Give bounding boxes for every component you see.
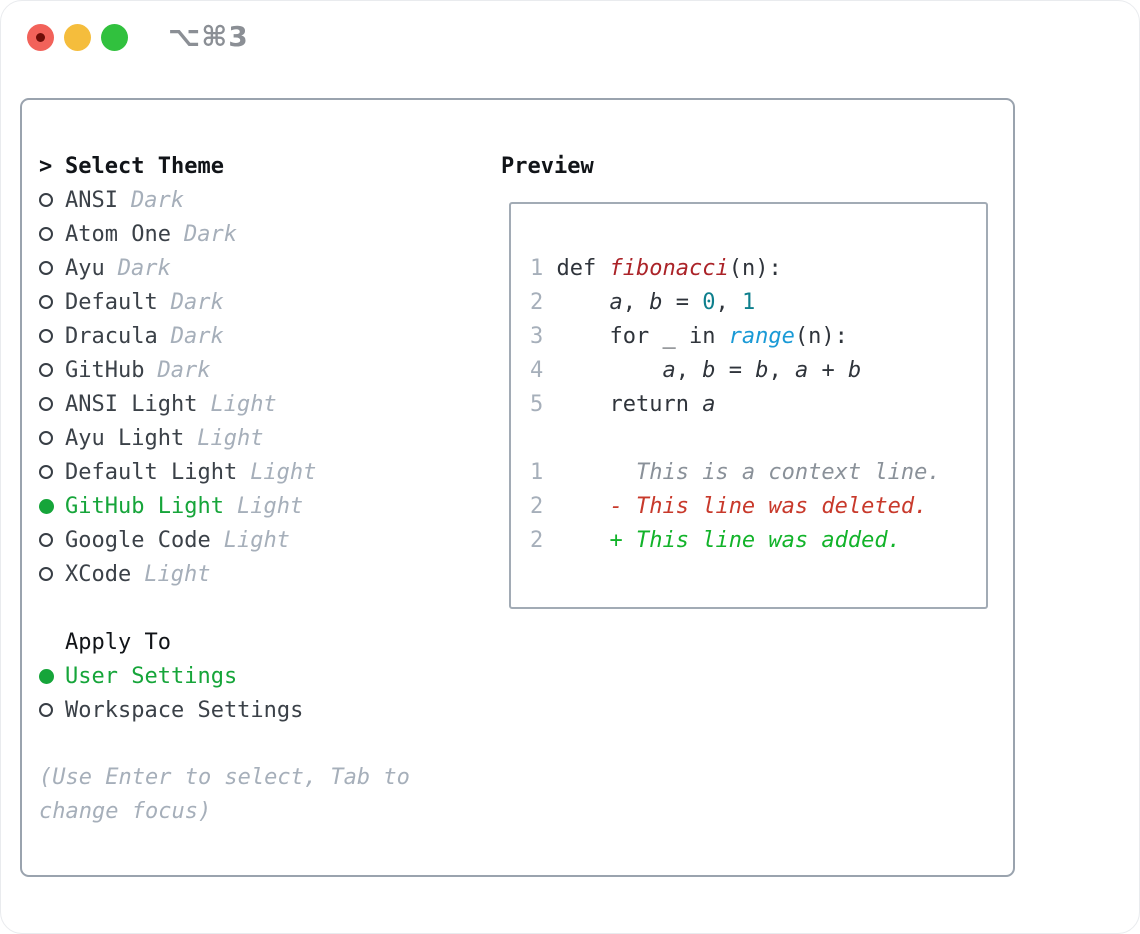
theme-name: Ayu bbox=[65, 255, 105, 281]
radio-icon bbox=[39, 703, 53, 717]
radio-selected-icon bbox=[39, 498, 54, 514]
theme-option[interactable]: Atom One Dark bbox=[39, 217, 316, 251]
apply-to-header: Apply To bbox=[39, 625, 303, 659]
theme-variant-tag: Dark bbox=[183, 221, 237, 247]
preview-pane: 1 def fibonacci(n): 2 a, b = 0, 1 3 for … bbox=[509, 202, 988, 609]
theme-variant-tag: Dark bbox=[117, 255, 171, 281]
radio-selected-icon bbox=[39, 668, 54, 684]
code-line-blank bbox=[530, 422, 980, 456]
apply-option-label: Workspace Settings bbox=[65, 697, 304, 723]
radio-icon bbox=[39, 397, 53, 411]
diff-deleted-line: 2 - This line was deleted. bbox=[530, 494, 928, 519]
theme-option[interactable]: Google Code Light bbox=[39, 523, 316, 557]
theme-option[interactable]: Ayu Light Light bbox=[39, 421, 316, 455]
theme-variant-tag: Dark bbox=[170, 289, 224, 315]
theme-name: XCode bbox=[65, 561, 132, 587]
theme-option[interactable]: GitHub Dark bbox=[39, 353, 316, 387]
theme-variant-tag: Dark bbox=[170, 323, 224, 349]
theme-variant-tag: Light bbox=[210, 391, 277, 417]
diff-added-line: 2 + This line was added. bbox=[530, 528, 901, 553]
theme-variant-tag: Light bbox=[250, 459, 317, 485]
theme-variant-tag: Light bbox=[223, 527, 290, 553]
theme-name: Dracula bbox=[65, 323, 158, 349]
theme-option[interactable]: Default Dark bbox=[39, 285, 316, 319]
radio-icon bbox=[39, 261, 53, 275]
code-line: 3 for _ in range(n): bbox=[530, 324, 848, 349]
theme-name: Google Code bbox=[65, 527, 211, 553]
code-line: 2 a, b = 0, 1 bbox=[530, 290, 756, 315]
radio-icon bbox=[39, 329, 53, 343]
cursor-icon: > bbox=[39, 153, 53, 179]
close-button[interactable] bbox=[27, 24, 54, 51]
apply-option-workspace-settings[interactable]: Workspace Settings bbox=[39, 693, 303, 727]
apply-option-label: User Settings bbox=[65, 663, 238, 689]
apply-to-section: Apply To User Settings Workspace Setting… bbox=[39, 625, 303, 727]
code-line: 5 return a bbox=[530, 392, 716, 417]
minimize-button[interactable] bbox=[64, 24, 91, 51]
theme-name: Atom One bbox=[65, 221, 171, 247]
theme-name: Default Light bbox=[65, 459, 238, 485]
theme-list: > Select Theme ANSI Dark Atom One Dark A… bbox=[39, 149, 316, 591]
preview-title: Preview bbox=[501, 153, 594, 179]
help-text: (Use Enter to select, Tab to change focu… bbox=[39, 765, 410, 824]
theme-option[interactable]: ANSI Light Light bbox=[39, 387, 316, 421]
theme-name: ANSI bbox=[65, 187, 118, 213]
radio-icon bbox=[39, 227, 53, 241]
radio-icon bbox=[39, 295, 53, 309]
theme-name: ANSI Light bbox=[65, 391, 198, 417]
radio-icon bbox=[39, 193, 53, 207]
theme-name: GitHub bbox=[65, 357, 145, 383]
code-line: 1 def fibonacci(n): bbox=[530, 256, 782, 281]
radio-icon bbox=[39, 567, 53, 581]
radio-icon bbox=[39, 363, 53, 377]
zoom-button[interactable] bbox=[101, 24, 128, 51]
code-line: 4 a, b = b, a + b bbox=[530, 358, 862, 383]
theme-option[interactable]: XCode Light bbox=[39, 557, 316, 591]
theme-name: Default bbox=[65, 289, 158, 315]
theme-option[interactable]: Ayu Dark bbox=[39, 251, 316, 285]
theme-option[interactable]: ANSI Dark bbox=[39, 183, 316, 217]
theme-variant-tag: Light bbox=[144, 561, 211, 587]
select-theme-title: Select Theme bbox=[65, 153, 224, 179]
radio-icon bbox=[39, 431, 53, 445]
diff-context-line: 1 This is a context line. bbox=[530, 460, 941, 485]
radio-icon bbox=[39, 465, 53, 479]
apply-to-title: Apply To bbox=[65, 629, 171, 655]
theme-name: GitHub Light bbox=[65, 493, 224, 519]
keyboard-shortcut-label: ⌥⌘3 bbox=[168, 19, 249, 53]
radio-icon bbox=[39, 533, 53, 547]
theme-name: Ayu Light bbox=[65, 425, 185, 451]
theme-variant-tag: Light bbox=[197, 425, 264, 451]
theme-variant-tag: Light bbox=[236, 493, 304, 519]
window-controls bbox=[27, 24, 128, 51]
theme-option[interactable]: Dracula Dark bbox=[39, 319, 316, 353]
apply-option-user-settings[interactable]: User Settings bbox=[39, 659, 303, 693]
theme-variant-tag: Dark bbox=[157, 357, 211, 383]
theme-option[interactable]: GitHub Light Light bbox=[39, 489, 316, 523]
theme-option[interactable]: Default Light Light bbox=[39, 455, 316, 489]
select-theme-header: > Select Theme bbox=[39, 149, 316, 183]
theme-variant-tag: Dark bbox=[130, 187, 184, 213]
